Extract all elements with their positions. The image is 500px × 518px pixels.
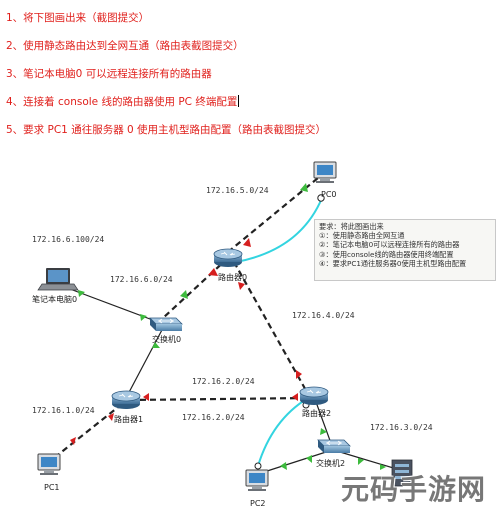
pc2-device[interactable]: PC2: [245, 469, 269, 508]
status-err-router0-pc0: [243, 238, 251, 247]
text-cursor: [238, 95, 240, 107]
switch0-label: 交换机0: [152, 334, 181, 344]
status-up-laptop: [78, 290, 85, 297]
task-4: 4、连接着 console 线的路由器使用 PC 终端配置: [6, 96, 238, 108]
router0-device[interactable]: 路由器0: [213, 248, 247, 282]
link-switch2-server0: [339, 451, 401, 471]
link-router2-switch2: [315, 401, 333, 447]
net-label-7: 172.16.2.0/24: [182, 413, 245, 422]
status-err-router0-left: [208, 268, 218, 276]
console-router2-pc2: [257, 397, 309, 467]
laptop-label: 笔记本电脑0: [32, 294, 77, 304]
status-up-switch2-right: [358, 458, 364, 465]
status-up-switch2-up: [320, 428, 327, 435]
note-item-4: ④：要求PC1通往服务器0使用主机型路由配置: [319, 258, 467, 268]
status-err-router0-down: [238, 282, 245, 290]
status-err-router2-left: [292, 393, 298, 401]
note-title: 要求：将此图画出来: [319, 222, 384, 231]
net-label-4: 172.16.4.0/24: [292, 311, 355, 320]
link-router1-router2: [129, 396, 311, 402]
net-label-1: 172.16.5.0/24: [206, 186, 269, 195]
router2-device[interactable]: 路由器2: [299, 386, 331, 418]
status-err-router2-up: [296, 370, 302, 379]
switch2-device[interactable]: 交换机2: [316, 439, 351, 468]
pc0-device[interactable]: PC0: [313, 161, 337, 199]
net-label-6: 172.16.1.0/24: [32, 406, 95, 415]
pc2-label: PC2: [250, 499, 266, 508]
task-3: 3、笔记本电脑0 可以远程连接所有的路由器: [6, 68, 212, 80]
pc-foot: [316, 181, 334, 183]
status-up-server0: [380, 464, 386, 470]
net-label-2: 172.16.6.100/24: [32, 235, 104, 244]
server0-device[interactable]: [391, 459, 413, 487]
link-router1-pc1: [53, 403, 123, 459]
status-dot-pc2: [254, 462, 262, 470]
pc1-device[interactable]: PC1: [37, 453, 61, 492]
link-switch2-pc2: [263, 451, 327, 473]
router0-label: 路由器0: [218, 272, 247, 282]
net-label-5: 172.16.2.0/24: [192, 377, 255, 386]
router1-device[interactable]: 路由器1: [111, 390, 143, 424]
laptop-device[interactable]: 笔记本电脑0: [32, 268, 79, 304]
pc-screen: [317, 165, 333, 175]
status-up-switch0-down: [152, 342, 160, 348]
net-label-8: 172.16.3.0/24: [370, 423, 433, 432]
status-up-switch0-top: [180, 290, 188, 299]
note-item-3: ③：使用console线的路由器使用终端配置: [319, 249, 454, 259]
router1-label: 路由器1: [114, 414, 143, 424]
note-item-1: ①：使用静态路由全网互通: [319, 231, 405, 241]
pc0-label: PC0: [321, 190, 337, 199]
switch0-device[interactable]: 交换机0: [149, 317, 183, 344]
requirements-note: 要求：将此图画出来 ①：使用静态路由全网互通 ②：笔记本电脑0可以远程连接所有的…: [314, 219, 496, 281]
network-labels: 172.16.5.0/24 172.16.6.100/24 172.16.6.0…: [32, 186, 433, 432]
status-up-switch2-left: [306, 455, 312, 463]
task-1: 1、将下图画出来（截图提交）: [6, 12, 150, 24]
note-item-2: ②：笔记本电脑0可以远程连接所有的路由器: [319, 240, 460, 250]
link-router0-switch0: [162, 257, 229, 319]
task-4-row: 4、连接着 console 线的路由器使用 PC 终端配置: [6, 94, 240, 109]
status-err-router1-down: [108, 413, 114, 421]
links: [53, 177, 401, 473]
status-up-router0-pc0: [300, 183, 308, 192]
net-label-3: 172.16.6.0/24: [110, 275, 173, 284]
status-err-pc1: [70, 437, 76, 445]
status-err-router1-left: [143, 393, 149, 401]
task-2: 2、使用静态路由达到全网互通（路由表截图提交）: [6, 40, 244, 52]
status-up-switch0-left: [140, 314, 147, 321]
status-dot-pc0: [317, 194, 325, 202]
link-router0-router2: [233, 261, 309, 395]
console-router0-pc0: [235, 197, 323, 263]
link-switch0-router1: [125, 327, 164, 399]
site-watermark: 元码手游网: [340, 473, 486, 506]
switch2-label: 交换机2: [316, 458, 345, 468]
task-5: 5、要求 PC1 通往服务器 0 使用主机型路由配置（路由表截图提交）: [6, 124, 327, 136]
status-up-pc2: [280, 462, 287, 470]
pc1-label: PC1: [44, 483, 60, 492]
router2-label: 路由器2: [302, 408, 331, 418]
pc-base: [320, 178, 330, 181]
